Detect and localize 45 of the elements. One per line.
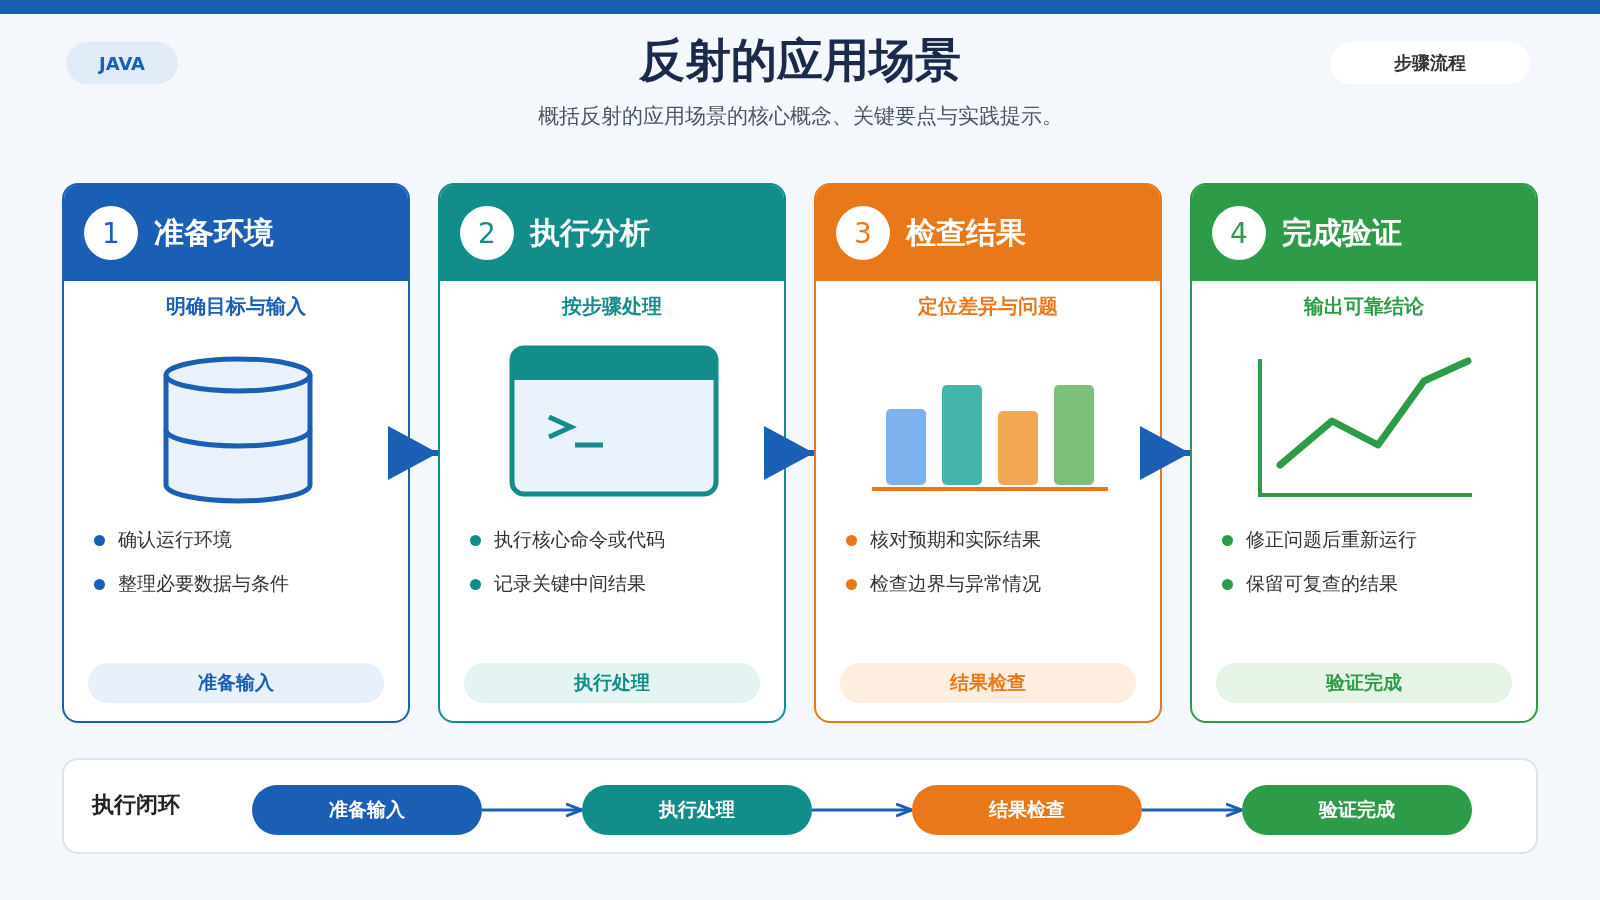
card-subtitle: 定位差异与问题: [916, 293, 1059, 320]
step-number: 4: [1212, 206, 1266, 260]
step-card: [1190, 183, 1538, 723]
summary-panel: [62, 758, 1538, 854]
card-title: 准备环境: [154, 214, 274, 252]
step-pill: 准备输入: [252, 785, 482, 835]
footer-tag: 执行处理: [464, 663, 760, 703]
footer-tag: 验证完成: [1216, 663, 1512, 703]
tag-badge: JAVA: [66, 42, 178, 84]
footer-tag: 结果检查: [840, 663, 1136, 703]
footer-tag: 准备输入: [88, 663, 384, 703]
card-subtitle: 明确目标与输入: [165, 293, 307, 320]
card-title: 检查结果: [906, 214, 1026, 252]
card-subtitle: 输出可靠结论: [1302, 293, 1425, 320]
card-title: 完成验证: [1282, 214, 1402, 252]
panel-title: 执行闭环: [92, 791, 180, 819]
arrow: [812, 802, 914, 818]
step-number: 3: [836, 206, 890, 260]
step-pill: 执行处理: [582, 785, 812, 835]
arrow: [1140, 426, 1190, 480]
subtitle: 概括反射的应用场景的核心概念、关键要点与实践提示。: [536, 103, 1064, 130]
tag-badge: 步骤流程: [1330, 42, 1530, 84]
step-pill: 结果检查: [912, 785, 1142, 835]
step-card: [814, 183, 1162, 723]
bullet-item: 修正问题后重新运行: [1222, 527, 1417, 553]
arrow: [482, 802, 584, 818]
step-pill: 验证完成: [1242, 785, 1472, 835]
card-subtitle: 按步骤处理: [560, 293, 663, 320]
step-number: 2: [460, 206, 514, 260]
bullet-item: 保留可复查的结果: [1222, 571, 1398, 597]
bullet-item: 核对预期和实际结果: [846, 527, 1041, 553]
step-number: 1: [84, 206, 138, 260]
bullet-item: 检查边界与异常情况: [846, 571, 1041, 597]
bullet-item: 确认运行环境: [94, 527, 232, 553]
step-card: [438, 183, 786, 723]
bullet-item: 整理必要数据与条件: [94, 571, 289, 597]
arrow: [764, 426, 814, 480]
bullet-item: 记录关键中间结果: [470, 571, 646, 597]
step-card: [62, 183, 410, 723]
top-bar: [0, 0, 1600, 14]
page-title: 反射的应用场景: [638, 32, 962, 89]
arrow: [1142, 802, 1244, 818]
arrow: [388, 426, 438, 480]
card-title: 执行分析: [530, 214, 650, 252]
bullet-item: 执行核心命令或代码: [470, 527, 665, 553]
